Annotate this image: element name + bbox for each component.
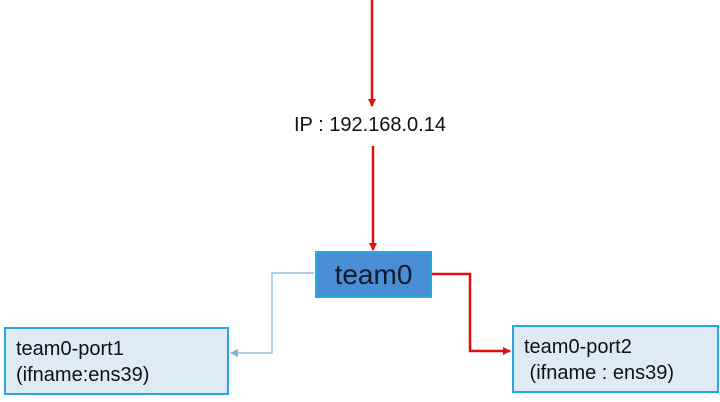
port1-ifname: (ifname:ens39): [16, 364, 150, 386]
team0-node: team0: [315, 251, 432, 298]
team-to-port2-arrow: [432, 272, 511, 355]
ip-address-label: IP : 192.168.0.14: [294, 114, 446, 136]
port2-name: team0-port2: [524, 336, 632, 358]
port1-name: team0-port1: [16, 338, 124, 360]
port2-node: team0-port2 (ifname : ens39): [512, 325, 719, 393]
team-to-port1-link: [230, 272, 314, 357]
port1-node: team0-port1 (ifname:ens39): [4, 327, 229, 395]
port2-ifname: (ifname : ens39): [524, 362, 675, 384]
team0-label: team0: [334, 258, 413, 290]
